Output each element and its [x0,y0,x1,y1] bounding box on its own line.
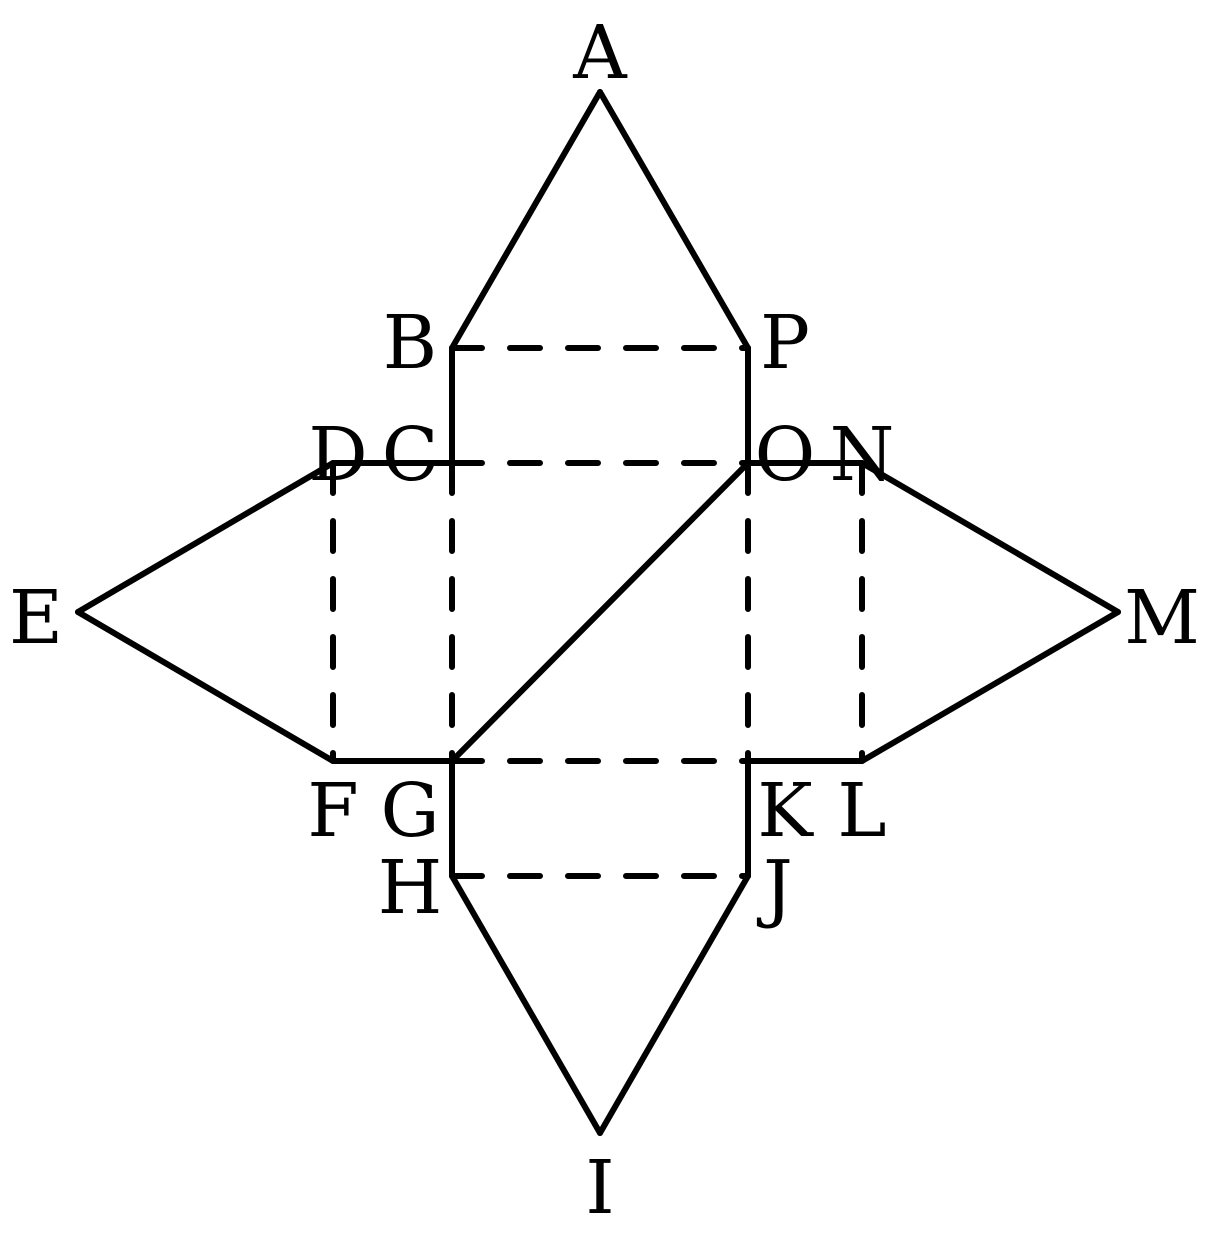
vertex-label-O: O [755,412,816,498]
solid-edge-IJ [597,873,751,1136]
vertex-label-F: F [307,768,358,854]
vertex-label-D: D [308,412,367,498]
vertex-label-G: G [380,768,439,854]
solid-edge-MN [859,460,1121,615]
solid-edge-DE [75,460,336,615]
vertex-label-N: N [830,412,895,498]
vertex-label-C: C [382,412,439,498]
vertex-label-J: J [756,845,793,931]
solid-edge-GO [449,460,751,764]
solid-edge-AP [597,89,751,351]
vertex-label-E: E [9,575,63,661]
solid-edge-LM [859,609,1121,764]
vertex-label-I: I [585,1145,614,1231]
vertex-label-K: K [757,768,814,854]
vertex-label-P: P [760,300,810,386]
vertex-label-L: L [837,768,886,854]
vertex-label-M: M [1124,575,1200,661]
vertex-label-A: A [572,10,628,96]
solid-edge-HI [449,873,603,1136]
solid-edge-AB [449,89,603,351]
vertex-label-B: B [383,300,437,386]
solid-edge-EF [75,609,336,764]
vertex-label-H: H [378,845,443,931]
